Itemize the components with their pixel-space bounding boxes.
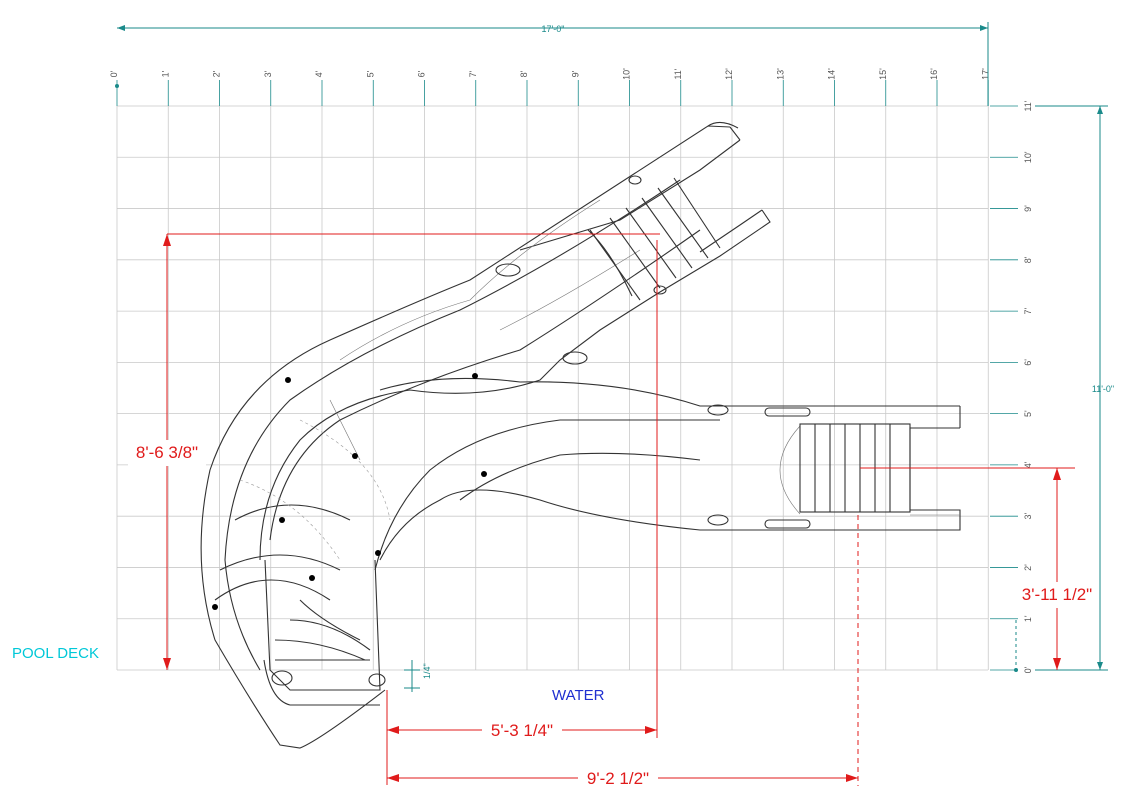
x-tick-labels: 0' 1' 2' 3' 4' 5' 6' 7' 8' 9' 10' 11' 12' 13' 14' 15' 16… bbox=[109, 68, 990, 106]
dimension-height-right: 3'-11 1/2" bbox=[860, 467, 1098, 670]
right-extent-label: 11'-0" bbox=[1092, 384, 1114, 394]
x-tick-label: 4' bbox=[314, 70, 324, 77]
x-tick-label: 1' bbox=[160, 70, 170, 77]
water-label: WATER bbox=[552, 687, 605, 704]
upper-ladder bbox=[495, 175, 721, 365]
x-tick-label: 17' bbox=[980, 68, 990, 80]
top-extent-label: 17'-0" bbox=[542, 24, 565, 34]
x-tick-label: 3' bbox=[263, 70, 273, 77]
x-tick-label: 16' bbox=[929, 68, 939, 80]
x-tick-label: 13' bbox=[775, 68, 785, 80]
x-tick-label: 0' bbox=[109, 70, 119, 77]
y-tick-label: 0' bbox=[1023, 666, 1033, 673]
x-tick-label: 7' bbox=[468, 70, 478, 77]
x-tick-label: 2' bbox=[212, 70, 222, 77]
x-tick-label: 5' bbox=[365, 70, 375, 77]
dimension-height-left: 8'-6 3/8" bbox=[128, 233, 660, 670]
y-tick-label: 2' bbox=[1023, 564, 1033, 571]
top-extent-dimension: 17'-0" bbox=[117, 22, 989, 106]
y-tick-label: 7' bbox=[1023, 307, 1033, 314]
x-tick-label: 10' bbox=[622, 68, 632, 80]
dimension-width-mid: 5'-3 1/4" bbox=[386, 240, 658, 785]
y-tick-labels: 0' 1' 2' 3' 4' 5' 6' 7' 8' 9' 10' 11' bbox=[990, 100, 1033, 673]
x-tick-label: 12' bbox=[724, 68, 734, 80]
y-tick-label: 5' bbox=[1023, 410, 1033, 417]
y-tick-label: 8' bbox=[1023, 256, 1033, 263]
y-tick-label: 10' bbox=[1023, 151, 1033, 163]
right-extent-dimension: 11'-0" bbox=[1035, 105, 1114, 671]
width-bottom-label: 9'-2 1/2" bbox=[587, 769, 649, 788]
dimension-small: 1/4" bbox=[404, 660, 432, 692]
small-dimension-label: 1/4" bbox=[422, 663, 432, 679]
dimension-width-bottom: 9'-2 1/2" bbox=[387, 515, 859, 790]
x-tick-label: 15' bbox=[878, 68, 888, 80]
pool-deck-label: POOL DECK bbox=[12, 645, 99, 662]
y-tick-label: 4' bbox=[1023, 461, 1033, 468]
slide-outline bbox=[200, 121, 961, 749]
y-tick-label: 1' bbox=[1023, 615, 1033, 622]
x-tick-label: 14' bbox=[827, 68, 837, 80]
height-left-label: 8'-6 3/8" bbox=[136, 443, 198, 462]
origin-dot-right bbox=[1014, 668, 1018, 672]
y-tick-label: 11' bbox=[1023, 100, 1033, 111]
drawing-grid bbox=[116, 105, 989, 671]
x-tick-label: 9' bbox=[570, 70, 580, 77]
height-right-label: 3'-11 1/2" bbox=[1022, 585, 1092, 604]
x-tick-label: 8' bbox=[519, 70, 529, 77]
origin-dot-top bbox=[115, 84, 119, 88]
width-mid-label: 5'-3 1/4" bbox=[491, 721, 553, 740]
y-tick-label: 9' bbox=[1023, 205, 1033, 212]
x-tick-label: 11' bbox=[673, 68, 683, 79]
y-tick-label: 3' bbox=[1023, 513, 1033, 520]
y-tick-label: 6' bbox=[1023, 359, 1033, 366]
x-tick-label: 6' bbox=[417, 70, 427, 77]
